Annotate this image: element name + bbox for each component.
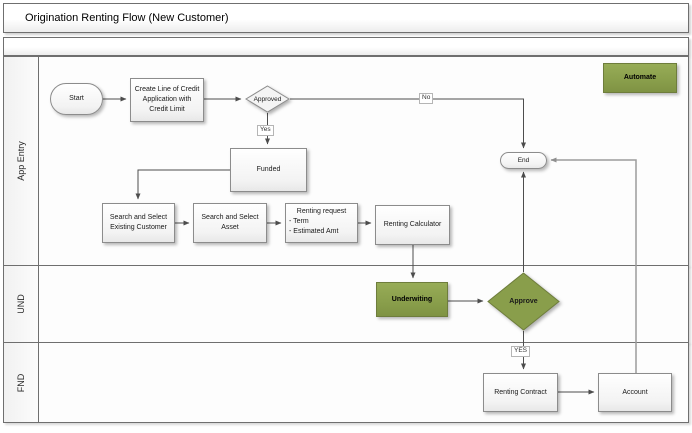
lane-label-cell-fnd: FND xyxy=(3,342,39,423)
node-search-asset-label: Search and Select Asset xyxy=(201,214,259,231)
decision-diamond-icon xyxy=(245,85,290,113)
edge-label-yes-caps: YES xyxy=(511,346,531,357)
edge-label-no: No xyxy=(419,93,434,104)
node-search-asset[interactable]: Search and Select Asset xyxy=(193,203,267,243)
node-renting-calculator-label: Renting Calculator xyxy=(383,221,442,229)
node-create-application-label: Create Line of Credit Application with C… xyxy=(134,86,200,113)
lane-label-und: UND xyxy=(16,294,26,314)
node-end[interactable]: End xyxy=(500,152,547,169)
node-approved-decision[interactable]: Approved xyxy=(245,85,290,113)
node-search-customer-label: Search and Select Existing Customer xyxy=(109,214,168,231)
node-renting-request[interactable]: Renting request - Term - Estimated Amt xyxy=(285,203,358,243)
lane-label-app-entry: App Entry xyxy=(16,141,26,181)
node-renting-calculator[interactable]: Renting Calculator xyxy=(375,205,450,245)
node-renting-contract-label: Renting Contract xyxy=(494,388,547,396)
node-funded-label: Funded xyxy=(256,166,281,174)
node-renting-request-title: Renting request xyxy=(296,208,347,215)
node-approved-decision-label: Approved xyxy=(253,95,282,103)
lane-label-cell-app-entry: App Entry xyxy=(3,56,39,266)
decision-diamond-icon xyxy=(487,272,560,331)
phase-band xyxy=(3,37,689,56)
node-renting-contract[interactable]: Renting Contract xyxy=(483,373,558,412)
edge-label-yes: Yes xyxy=(257,125,274,136)
node-end-label: End xyxy=(517,156,530,164)
node-underwriting-label: Underwiting xyxy=(391,295,433,303)
node-renting-request-item-term: - Term xyxy=(289,217,309,225)
node-account-label: Account xyxy=(622,388,648,396)
lane-und xyxy=(3,265,689,343)
node-automate-label: Automate xyxy=(623,74,657,82)
node-underwriting[interactable]: Underwiting xyxy=(376,282,448,317)
node-create-application[interactable]: Create Line of Credit Application with C… xyxy=(130,78,204,122)
node-approve-decision-label: Approve xyxy=(509,298,538,305)
page-title: Origination Renting Flow (New Customer) xyxy=(25,12,229,24)
node-account[interactable]: Account xyxy=(598,373,672,412)
node-search-customer[interactable]: Search and Select Existing Customer xyxy=(102,203,175,243)
title-bar: Origination Renting Flow (New Customer) xyxy=(3,3,689,33)
lane-fnd xyxy=(3,342,689,423)
node-start[interactable]: Start xyxy=(50,83,103,115)
node-renting-request-item-amt: - Estimated Amt xyxy=(289,227,339,235)
lane-label-fnd: FND xyxy=(16,373,26,392)
lane-label-cell-und: UND xyxy=(3,265,39,343)
node-start-label: Start xyxy=(69,95,84,103)
node-funded[interactable]: Funded xyxy=(230,148,307,192)
node-automate[interactable]: Automate xyxy=(603,63,677,93)
node-approve-decision[interactable]: Approve xyxy=(487,272,560,331)
